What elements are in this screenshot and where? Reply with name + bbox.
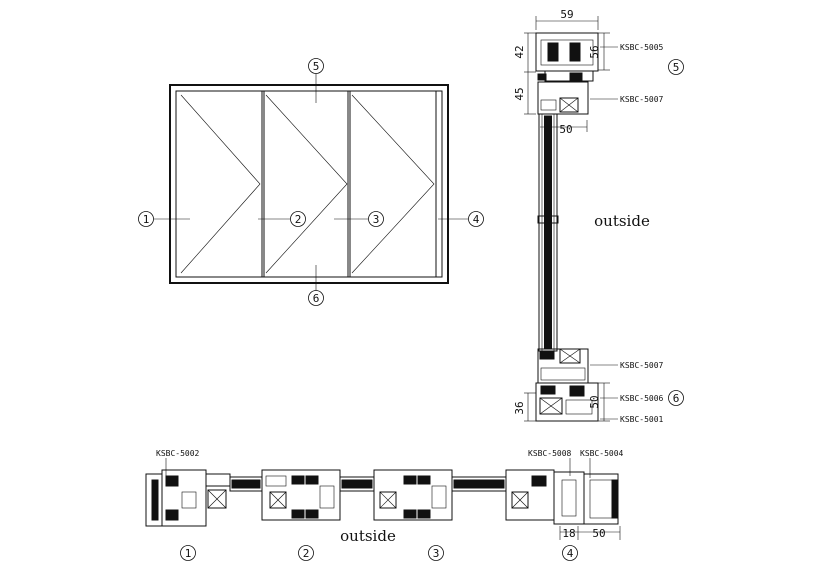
outside-label-horizontal: outside bbox=[340, 527, 396, 545]
dim-50-glass: 50 bbox=[559, 123, 572, 136]
dim-50-horizontal: 50 bbox=[592, 527, 605, 540]
upper-sash-profile bbox=[537, 81, 589, 115]
opening-indicator-1 bbox=[180, 94, 261, 274]
inner-frame bbox=[175, 90, 443, 278]
callout-4: 4 bbox=[468, 211, 484, 227]
right-sash-profile bbox=[505, 469, 555, 521]
callout-5: 5 bbox=[308, 58, 324, 74]
code-bottom-frame: KSBC-5001 bbox=[620, 415, 664, 424]
bottom-frame-profile bbox=[535, 382, 599, 422]
left-sash-profile bbox=[161, 469, 207, 527]
code-bottom-sash: KSBC-5006 bbox=[620, 394, 664, 403]
vertical-section: 59 42 45 56 50 bbox=[513, 8, 684, 424]
h-callout-1-label: 1 bbox=[185, 547, 192, 560]
dim-56: 56 bbox=[588, 45, 601, 58]
outer-frame bbox=[169, 84, 449, 284]
h-callout-1 bbox=[180, 545, 196, 561]
outside-label-vertical: outside bbox=[594, 212, 650, 230]
dim-50-bottom: 50 bbox=[588, 395, 601, 408]
mullion-2-section bbox=[373, 469, 453, 521]
code-right-a: KSBC-5008 bbox=[528, 449, 572, 458]
horizontal-section: KSBC-5002 KSBC-5008 KSBC-5004 bbox=[145, 449, 624, 561]
dim-18: 18 bbox=[562, 527, 575, 540]
h-callout-3 bbox=[428, 545, 444, 561]
h-callout-4-label: 4 bbox=[567, 547, 574, 560]
callout-6: 6 bbox=[308, 290, 324, 306]
section-callout-5 bbox=[668, 59, 684, 75]
opening-indicator-3 bbox=[351, 94, 435, 274]
dim-36: 36 bbox=[513, 401, 526, 414]
callout-2: 2 bbox=[290, 211, 306, 227]
h-callout-2 bbox=[298, 545, 314, 561]
dim-42: 42 bbox=[513, 45, 526, 58]
window-elevation bbox=[154, 73, 468, 291]
dim-45: 45 bbox=[513, 87, 526, 100]
callout-6-label: 6 bbox=[313, 292, 320, 305]
mullion-1-section bbox=[261, 469, 341, 521]
code-top-frame: KSBC-5005 bbox=[620, 43, 664, 52]
callout-3: 3 bbox=[368, 211, 384, 227]
section-callout-5-label: 5 bbox=[673, 61, 680, 74]
callout-4-label: 4 bbox=[473, 213, 480, 226]
callout-1: 1 bbox=[138, 211, 154, 227]
callout-1-label: 1 bbox=[143, 213, 150, 226]
h-callout-2-label: 2 bbox=[303, 547, 310, 560]
code-right-b: KSBC-5004 bbox=[580, 449, 624, 458]
callout-3-label: 3 bbox=[373, 213, 380, 226]
h-callout-3-label: 3 bbox=[433, 547, 440, 560]
dim-59: 59 bbox=[560, 8, 573, 21]
section-callout-6 bbox=[668, 390, 684, 406]
callout-2-label: 2 bbox=[295, 213, 302, 226]
opening-indicator-2 bbox=[265, 94, 348, 274]
section-callout-6-label: 6 bbox=[673, 392, 680, 405]
h-callout-4 bbox=[562, 545, 578, 561]
code-upper-sash: KSBC-5007 bbox=[620, 95, 664, 104]
code-left-jamb: KSBC-5002 bbox=[156, 449, 200, 458]
code-lower-sash: KSBC-5007 bbox=[620, 361, 664, 370]
callout-5-label: 5 bbox=[313, 60, 320, 73]
